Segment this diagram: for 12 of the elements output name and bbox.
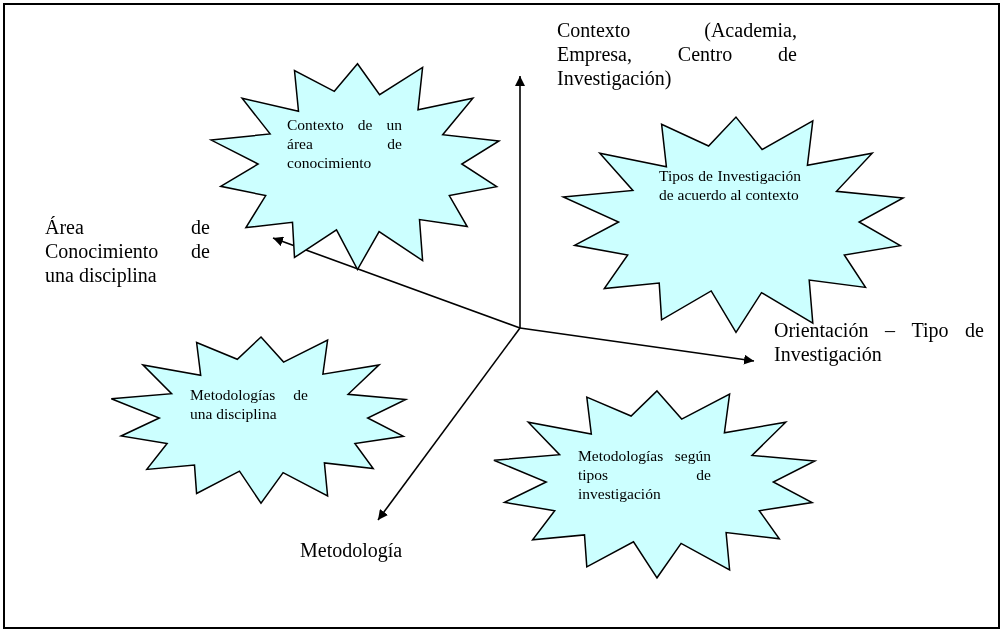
axis-arrow — [519, 327, 755, 365]
callout-text: Tipos de Investigación de acuerdo al contexto — [659, 166, 801, 204]
callout-text: Metodologías de una disciplina — [190, 385, 308, 423]
axis-arrow — [272, 236, 521, 329]
axis-label: Metodología — [300, 538, 440, 562]
axis-label: Área de Conocimiento de una disciplina — [45, 215, 210, 287]
axis-label: Contexto (Academia, Empresa, Centro de Investigación) — [557, 18, 797, 90]
axis-arrow — [515, 75, 525, 329]
callout-text: Contexto de un área de conocimiento — [287, 115, 402, 172]
axis-arrow — [377, 327, 521, 521]
callout-text: Metodologías según tipos de investigación — [578, 446, 711, 503]
axis-label: Orientación – Tipo de Investigación — [774, 318, 984, 366]
